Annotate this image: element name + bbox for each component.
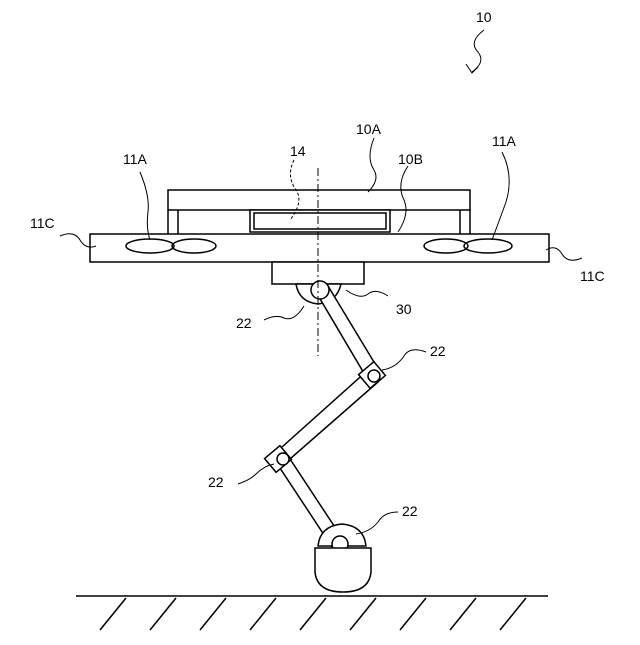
label-22-top: 22 bbox=[236, 315, 252, 331]
main-body-10B bbox=[90, 234, 549, 262]
label-11A-right: 11A bbox=[492, 133, 517, 149]
ground bbox=[76, 596, 548, 630]
label-22-elbow-lower: 22 bbox=[208, 474, 224, 490]
label-10B: 10B bbox=[398, 151, 423, 167]
robot-arm bbox=[272, 286, 380, 550]
label-10: 10 bbox=[476, 9, 492, 25]
joint-top bbox=[311, 281, 329, 299]
label-10A: 10A bbox=[356, 121, 382, 137]
label-11C-left: 11C bbox=[30, 215, 55, 231]
central-module-14 bbox=[250, 210, 390, 232]
label-14: 14 bbox=[290, 143, 306, 159]
label-22-base: 22 bbox=[402, 503, 418, 519]
label-22-elbow-upper: 22 bbox=[430, 343, 446, 359]
label-11A-left: 11A bbox=[123, 151, 148, 167]
label-30: 30 bbox=[396, 301, 412, 317]
base-foot bbox=[315, 524, 371, 592]
label-11C-right: 11C bbox=[580, 268, 605, 284]
